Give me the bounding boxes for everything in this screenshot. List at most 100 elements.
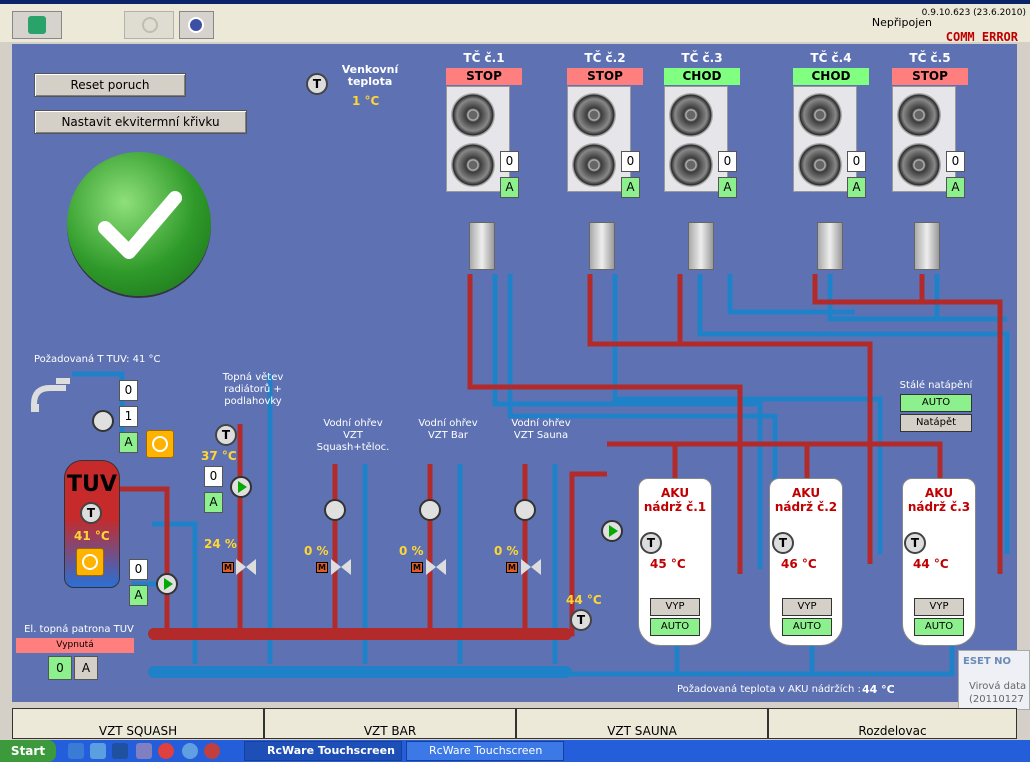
hp3-auto-button[interactable]: A — [718, 177, 737, 198]
radiator-pump-off-button[interactable]: 0 — [204, 466, 223, 487]
hp5-unit[interactable] — [892, 86, 956, 192]
taskbar: Start RcWare Touchscreen RcWare Touchscr… — [0, 740, 1030, 762]
radiator-mixing-valve[interactable] — [236, 559, 256, 575]
hp2-status: STOP — [567, 68, 643, 85]
hp4-auto-button[interactable]: A — [847, 177, 866, 198]
aku3-off-button[interactable]: VYP — [914, 598, 964, 616]
fan-icon — [897, 143, 941, 187]
ie-icon[interactable] — [68, 743, 84, 759]
aku3-title1: AKU — [924, 486, 954, 500]
tuv-heating-clock-icon[interactable] — [76, 548, 104, 576]
task-rcware-active[interactable]: RcWare Touchscreen — [244, 741, 402, 761]
hp4-heat-exchanger — [817, 222, 843, 270]
hp3-title: TČ č.3 — [681, 51, 723, 65]
tab-rozdelovac[interactable]: Rozdelovac — [768, 708, 1017, 739]
hp3-manual-button[interactable]: 0 — [718, 151, 737, 172]
tuv-charge-auto-button[interactable]: A — [129, 585, 148, 606]
aku3-auto-button[interactable]: AUTO — [914, 618, 964, 636]
top-toolbar: 0.9.10.623 (23.6.2010) Nepřipojen COMM E… — [0, 4, 1030, 44]
bar-motor: M — [411, 562, 423, 573]
tool-icon[interactable] — [136, 743, 152, 759]
hp2-heat-exchanger — [589, 222, 615, 270]
tuv-temp: 41 °C — [74, 529, 110, 543]
flower-icon[interactable] — [204, 743, 220, 759]
aku2-off-button[interactable]: VYP — [782, 598, 832, 616]
standing-charge-button[interactable]: Natápět — [900, 414, 972, 432]
hp3-unit[interactable] — [664, 86, 728, 192]
squash-pump — [324, 499, 346, 521]
hp1-title: TČ č.1 — [463, 51, 505, 65]
hp5-auto-button[interactable]: A — [946, 177, 965, 198]
schedule-button[interactable] — [179, 11, 214, 39]
disabled-tool-button[interactable] — [124, 11, 174, 39]
squash-valve-percent: 0 % — [304, 544, 329, 558]
sauna-pump — [514, 499, 536, 521]
snowflake-icon[interactable] — [182, 743, 198, 759]
aku-required-label: Požadovaná teplota v AKU nádržích : — [677, 684, 861, 695]
scheme-panel: Reset poruch Nastavit ekvitermní křivku … — [12, 44, 1017, 702]
save-icon[interactable] — [112, 743, 128, 759]
tuv-pump-off-button[interactable]: 0 — [119, 380, 138, 401]
hp5-manual-button[interactable]: 0 — [946, 151, 965, 172]
aku3-title2: nádrž č.3 — [907, 500, 971, 514]
aku1-title2: nádrž č.1 — [643, 500, 707, 514]
tuv-pump-auto-button[interactable]: A — [119, 432, 138, 453]
hp4-unit[interactable] — [793, 86, 857, 192]
aku-required-value: 44 °C — [862, 683, 895, 696]
radiator-pump-auto-button[interactable]: A — [204, 492, 223, 513]
hp4-status: CHOD — [793, 68, 869, 85]
app-icon[interactable] — [90, 743, 106, 759]
tuv-schedule-clock-icon[interactable] — [146, 430, 174, 458]
hp4-manual-button[interactable]: 0 — [847, 151, 866, 172]
unlock-button[interactable] — [12, 11, 62, 39]
standing-charge-auto-button[interactable]: AUTO — [900, 394, 972, 412]
hp2-manual-button[interactable]: 0 — [621, 151, 640, 172]
start-button[interactable]: Start — [0, 740, 56, 762]
hp1-heat-exchanger — [469, 222, 495, 270]
tuv-temp-sensor: T — [80, 502, 102, 524]
radiator-pump — [230, 476, 252, 498]
aku1-off-button[interactable]: VYP — [650, 598, 700, 616]
squash-branch-label: Vodní ohřev VZT Squash+těloc. — [316, 418, 390, 453]
hp5-heat-exchanger — [914, 222, 940, 270]
comm-error-text: COMM ERROR — [945, 30, 1018, 44]
chrome-icon[interactable] — [158, 743, 174, 759]
tab-vzt-sauna[interactable]: VZT SAUNA — [516, 708, 768, 739]
tab-vzt-squash[interactable]: VZT SQUASH — [12, 708, 264, 739]
aku2-auto-button[interactable]: AUTO — [782, 618, 832, 636]
eset-notification[interactable]: ESET NO Virová data (20110127 — [958, 650, 1030, 710]
sauna-mixing-valve[interactable] — [521, 559, 541, 575]
tuv-charge-off-button[interactable]: 0 — [129, 559, 148, 580]
tab-vzt-bar[interactable]: VZT BAR — [264, 708, 516, 739]
hp1-auto-button[interactable]: A — [500, 177, 519, 198]
radiator-temp-sensor: T — [215, 424, 237, 446]
task-rcware[interactable]: RcWare Touchscreen — [406, 741, 564, 761]
squash-mixing-valve[interactable] — [331, 559, 351, 575]
hp4-title: TČ č.4 — [810, 51, 852, 65]
tuv-pump-on-button[interactable]: 1 — [119, 406, 138, 427]
fan-icon — [897, 93, 941, 137]
hp1-manual-button[interactable]: 0 — [500, 151, 519, 172]
el-heater-auto-button[interactable]: A — [74, 656, 98, 680]
el-heater-off-button[interactable]: 0 — [48, 656, 72, 680]
window-titlebar — [0, 0, 1030, 4]
hp2-auto-button[interactable]: A — [621, 177, 640, 198]
aku3-temp: 44 °C — [913, 557, 949, 571]
unlock-icon — [28, 16, 46, 34]
sauna-branch-label: Vodní ohřev VZT Sauna — [511, 418, 571, 441]
pipe-network — [72, 274, 1010, 678]
reset-faults-button[interactable]: Reset poruch — [34, 73, 186, 97]
status-ok-icon — [67, 152, 211, 296]
aku1-auto-button[interactable]: AUTO — [650, 618, 700, 636]
fan-icon — [669, 143, 713, 187]
sauna-valve-percent: 0 % — [494, 544, 519, 558]
hp1-unit[interactable] — [446, 86, 510, 192]
bar-mixing-valve[interactable] — [426, 559, 446, 575]
sauna-motor: M — [506, 562, 518, 573]
set-curve-button[interactable]: Nastavit ekvitermní křivku — [34, 110, 247, 134]
outdoor-label: Venkovní teplota — [341, 63, 399, 88]
hp2-unit[interactable] — [567, 86, 631, 192]
fan-icon — [572, 93, 616, 137]
faucet-icon — [30, 374, 74, 414]
aku2-temp: 46 °C — [781, 557, 817, 571]
